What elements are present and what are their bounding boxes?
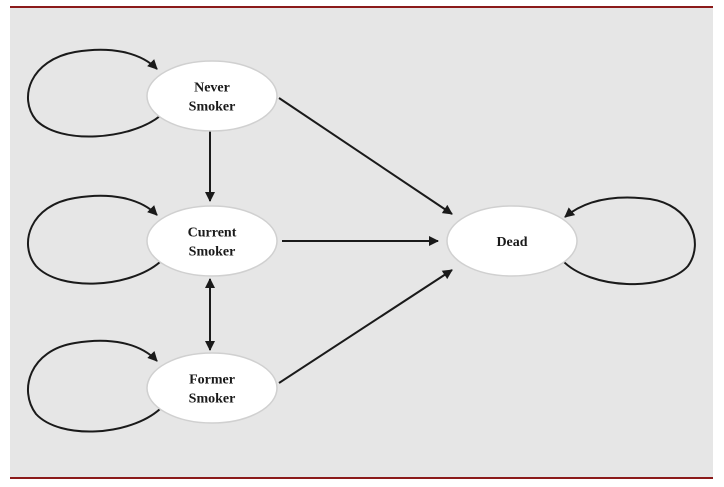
node-former-label-line-2: Smoker <box>189 392 236 407</box>
arrow-former-to-dead <box>278 269 453 384</box>
arrow-never-to-dead <box>278 97 453 215</box>
node-never-ellipse <box>146 60 278 132</box>
node-current-ellipse <box>146 205 278 277</box>
node-dead: Dead <box>446 205 578 277</box>
self-loop-arrow-never <box>27 48 161 138</box>
self-loop-arrow-former <box>27 339 161 433</box>
node-former-label-line-1: Former <box>189 373 235 388</box>
node-never-label-line-1: Never <box>194 81 230 96</box>
self-loop-arrow-dead <box>561 196 696 286</box>
self-loop-arrow-current <box>27 194 161 285</box>
node-dead-label-line-1: Dead <box>496 235 527 250</box>
node-current-label-line-1: Current <box>188 226 237 241</box>
edges-layer <box>27 48 696 433</box>
node-current-label-line-2: Smoker <box>189 245 236 260</box>
node-former-ellipse <box>146 352 278 424</box>
node-never-label-line-2: Smoker <box>189 100 236 115</box>
node-dead-ellipse <box>446 205 578 277</box>
diagram-background <box>10 8 713 477</box>
